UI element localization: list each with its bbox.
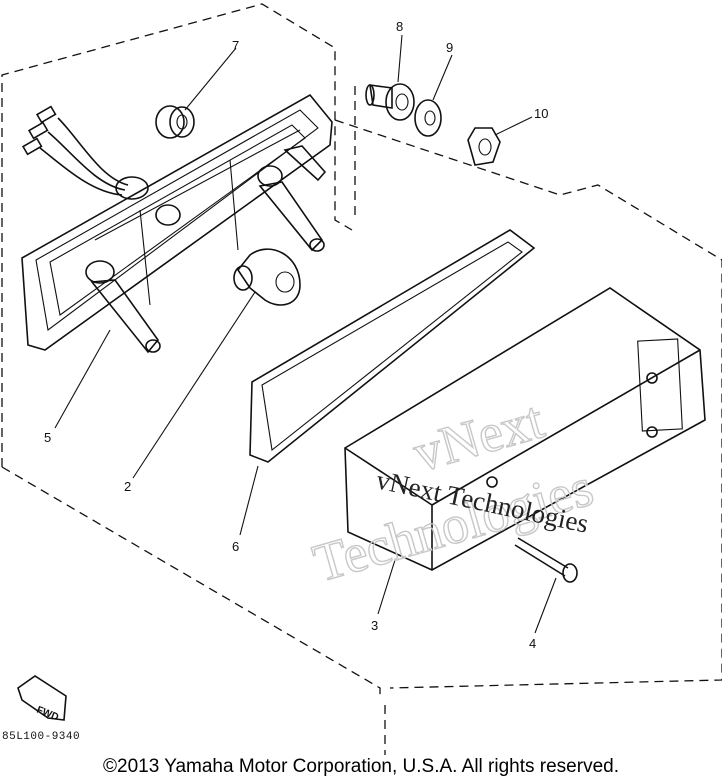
callout-7: 7 bbox=[232, 38, 239, 53]
callout-5: 5 bbox=[44, 430, 51, 445]
collar-part-8 bbox=[365, 83, 415, 121]
callout-6: 6 bbox=[232, 539, 239, 554]
lens-part-3 bbox=[344, 287, 706, 571]
washer-part-9 bbox=[414, 99, 442, 137]
callout-9: 9 bbox=[446, 40, 453, 55]
wiring-harness bbox=[21, 105, 129, 196]
screw-part-4 bbox=[514, 537, 578, 583]
callout-4: 4 bbox=[529, 636, 536, 651]
grommet-part-7 bbox=[155, 105, 195, 139]
fwd-arrow-icon bbox=[17, 675, 67, 721]
copyright-notice: ©2013 Yamaha Motor Corporation, U.S.A. A… bbox=[103, 756, 619, 777]
callout-3: 3 bbox=[371, 618, 378, 633]
fwd-label: FWD bbox=[35, 705, 60, 724]
assembly-boundary bbox=[1, 3, 722, 755]
watermark-large-line1: vNext bbox=[407, 389, 550, 483]
taillight-housing bbox=[21, 93, 333, 354]
callout-10: 10 bbox=[534, 106, 548, 121]
leader-lines bbox=[54, 34, 557, 634]
gasket-part-6 bbox=[249, 229, 536, 463]
bulb-part-2 bbox=[233, 248, 301, 306]
watermark: vNext Technologies vNext Technologies bbox=[306, 389, 600, 594]
part-code: 85L100-9340 bbox=[2, 731, 81, 743]
fwd-direction-tag: FWD bbox=[17, 675, 67, 724]
nut-part-10 bbox=[467, 127, 501, 166]
callout-2: 2 bbox=[124, 479, 131, 494]
callout-labels: 7 8 9 10 5 2 6 3 4 bbox=[44, 19, 548, 651]
callout-8: 8 bbox=[396, 19, 403, 34]
